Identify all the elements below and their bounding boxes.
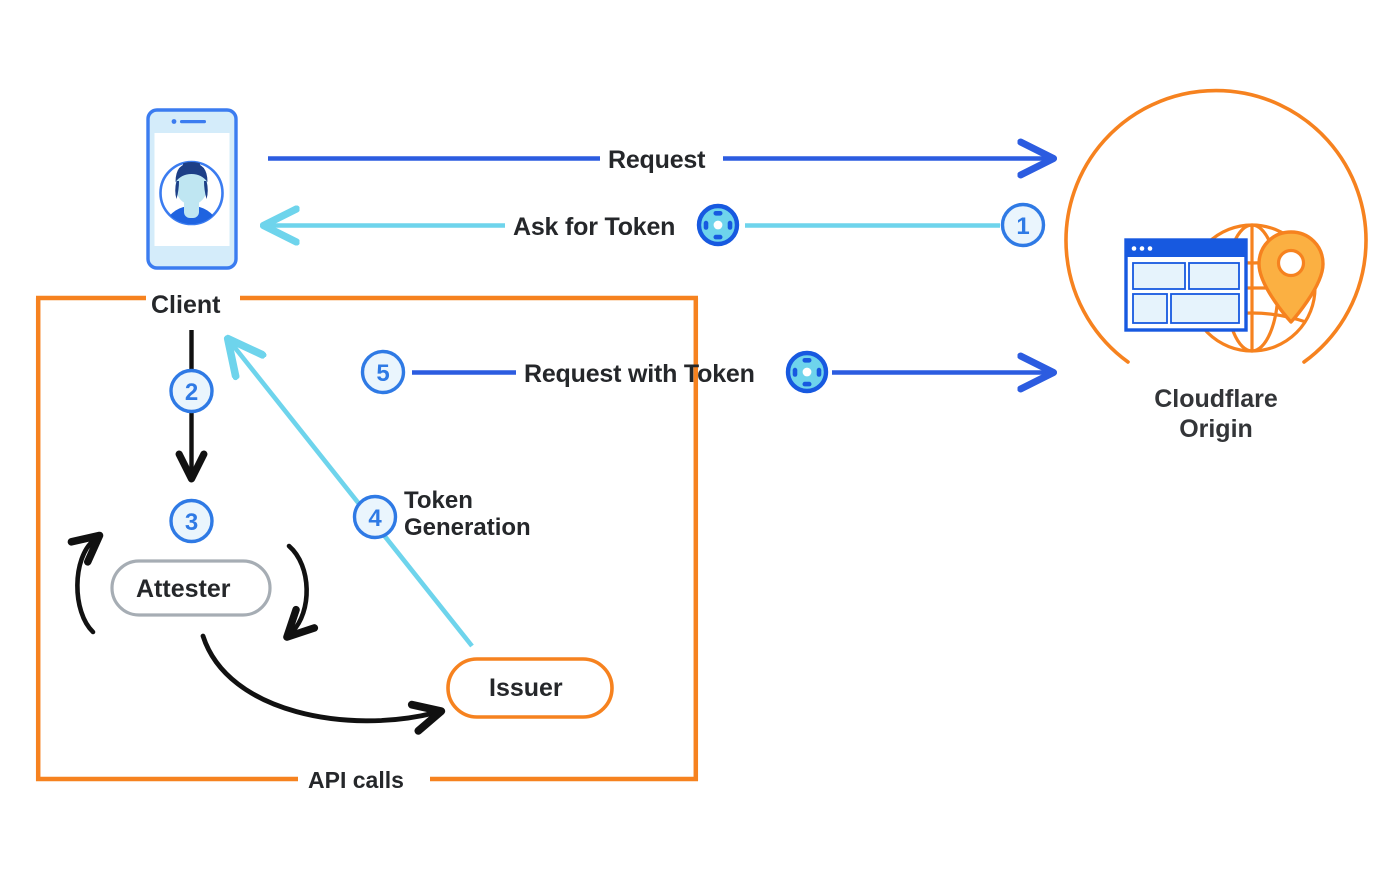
step-badge-4: 4 [352,494,398,540]
step-badge-5-number: 5 [376,360,389,387]
flow-arrow-attester-to-issuer [200,633,446,735]
api-calls-group-box [35,295,699,782]
node-label-attester: Attester [136,575,231,603]
step-badge-5: 5 [360,349,406,395]
private-access-token-icon-ask [696,203,740,247]
step-badge-2-number: 2 [185,379,198,406]
origin-line-1: Cloudflare [1154,385,1278,413]
token-generation-line-1: Token [404,487,473,514]
flow-label-request: Request [608,146,706,174]
cloudflare-origin-icon [1064,88,1368,364]
token-generation-line-2: Generation [404,513,531,541]
location-pin-icon [1257,230,1325,324]
flow-arrow-attester-loop-left [67,531,104,635]
origin-line-2: Origin [1179,414,1253,443]
flow-arrow-attester-loop-right [283,543,319,641]
node-issuer[interactable] [446,657,614,719]
step-badge-3-number: 3 [185,509,198,536]
step-badge-3: 3 [169,498,214,544]
flow-label-ask-for-token: Ask for Token [513,213,676,241]
flow-label-request-with-token: Request with Token [524,360,755,388]
node-label-issuer: Issuer [489,674,563,702]
step-badge-4-number: 4 [368,505,382,532]
group-box-label-api-calls: API calls [308,767,404,793]
step-badge-2: 2 [169,368,214,414]
step-badge-1-number: 1 [1016,213,1029,240]
flow-arrow-token-generation [232,344,474,648]
node-attester[interactable] [110,559,272,617]
browser-window-icon [1124,238,1248,332]
node-label-client: Client [151,291,221,319]
private-access-token-icon-request [785,350,829,394]
step-badge-1: 1 [1000,202,1046,248]
mobile-phone-user-icon [146,108,238,270]
